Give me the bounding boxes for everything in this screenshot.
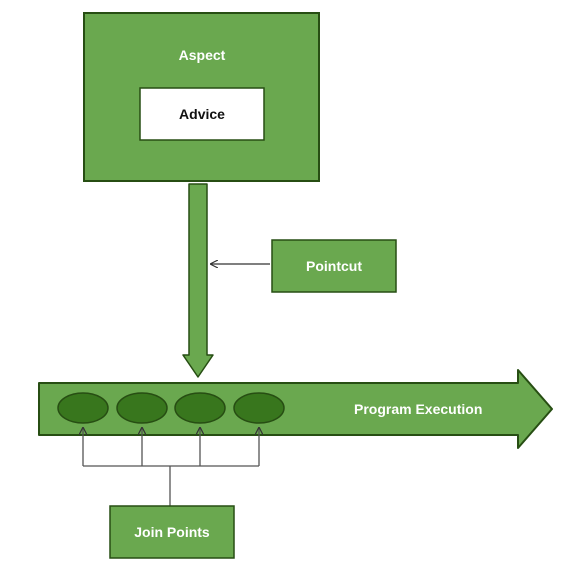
aspect-label: Aspect xyxy=(179,47,226,63)
join-point-1 xyxy=(57,392,109,424)
join-point-3 xyxy=(174,392,226,424)
join-point-4 xyxy=(233,392,285,424)
join-point-2 xyxy=(116,392,168,424)
weaving-arrow xyxy=(182,183,214,378)
advice-box xyxy=(139,87,265,141)
join-points-box xyxy=(109,505,235,559)
join-points-connectors xyxy=(83,428,259,506)
program-execution-arrow xyxy=(38,369,553,449)
pointcut-label: Pointcut xyxy=(306,258,362,274)
advice-label: Advice xyxy=(179,106,225,122)
join-points-label: Join Points xyxy=(134,524,210,540)
pointcut-box xyxy=(271,239,397,293)
program-execution-label: Program Execution xyxy=(354,401,482,417)
